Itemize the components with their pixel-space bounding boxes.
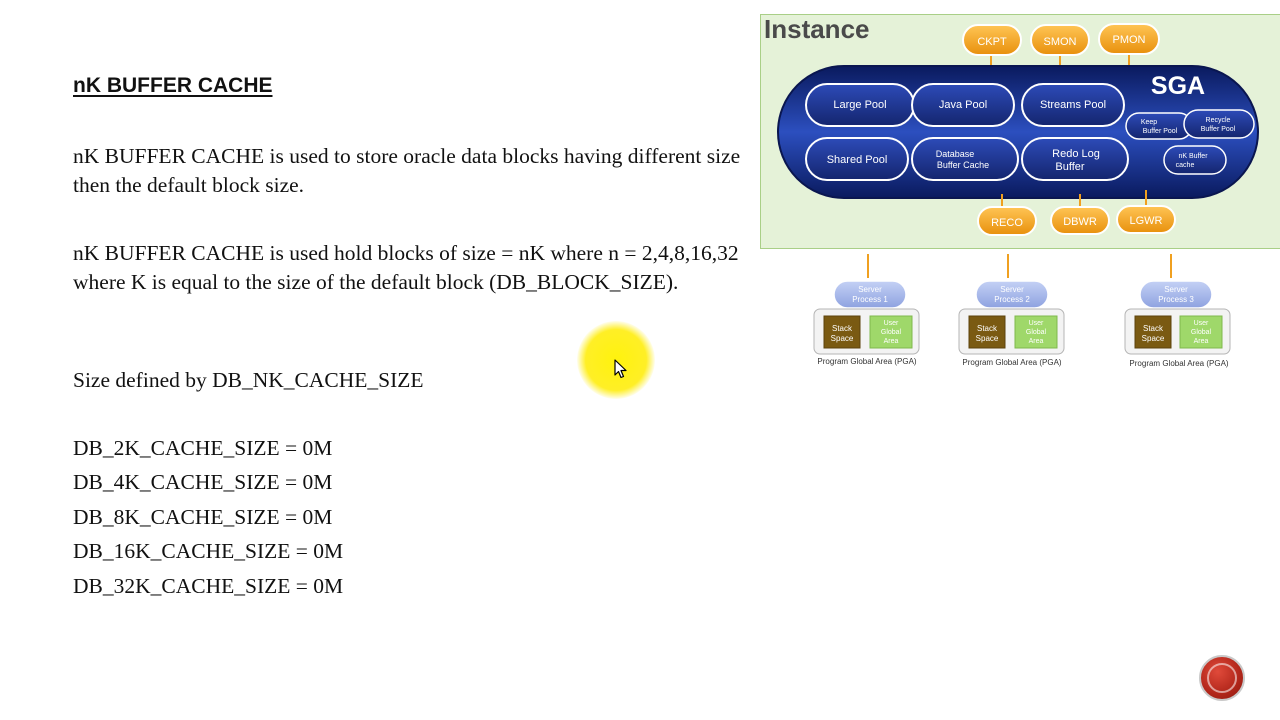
process-smon-label: SMON [1044, 36, 1077, 48]
uga-2-label-1: User [1029, 320, 1044, 327]
recycle-label-1: Recycle [1206, 117, 1231, 124]
db-cache-label-1: Database [936, 149, 975, 159]
server-process-1: Server Process 1 Stack Space User Global… [813, 280, 920, 366]
paragraph-block-sizes: nK BUFFER CACHE is used hold blocks of s… [73, 241, 739, 294]
param-4k: DB_4K_CACHE_SIZE = 0M [73, 470, 333, 495]
uga-2 [1014, 315, 1058, 349]
uga-3-label-1: User [1194, 320, 1209, 327]
uga-1-label-2: Global [881, 329, 902, 336]
server-3-label-1: Server [1164, 285, 1188, 294]
pool-shared: Shared Pool [805, 137, 909, 181]
pool-streams: Streams Pool [1021, 83, 1125, 127]
sga-label: SGA [1151, 72, 1205, 100]
param-32k: DB_32K_CACHE_SIZE = 0M [73, 573, 344, 598]
process-smon: SMON [1030, 24, 1090, 56]
process-dbwr: DBWR [1050, 206, 1110, 235]
server-3-label-2: Process 3 [1158, 295, 1194, 304]
nk-label-2: cache [1176, 162, 1195, 169]
channel-logo-icon [1199, 655, 1245, 701]
stack-1-label-1: Stack [832, 324, 853, 333]
stack-3-label-1: Stack [1143, 324, 1164, 333]
process-reco-label: RECO [991, 217, 1023, 229]
process-ckpt-label: CKPT [977, 36, 1007, 48]
keep-label-1: Keep [1141, 119, 1157, 126]
param-8k: DB_8K_CACHE_SIZE = 0M [73, 504, 333, 529]
keep-label-2: Buffer Pool [1143, 128, 1178, 135]
uga-3-label-2: Global [1191, 329, 1212, 336]
pool-java-label: Java Pool [939, 99, 987, 111]
nk-label-1: nK Buffer [1178, 153, 1208, 160]
pga-1-label: Program Global Area (PGA) [817, 357, 916, 366]
recycle-buffer-pool: Recycle Buffer Pool [1183, 109, 1255, 139]
uga-2-label-3: Area [1029, 338, 1044, 345]
uga-1-label-3: Area [884, 338, 899, 345]
uga-1 [869, 315, 913, 349]
process-lgwr: LGWR [1116, 205, 1176, 234]
stack-space-1 [823, 315, 861, 349]
db-cache-label-2: Buffer Cache [937, 160, 989, 170]
oracle-architecture-diagram: Instance CKPT SMON PMON SGA Large Pool J… [760, 14, 1280, 374]
process-lgwr-label: LGWR [1130, 215, 1163, 227]
stack-3-label-2: Space [1142, 334, 1165, 343]
pool-large-label: Large Pool [833, 99, 886, 111]
uga-3 [1179, 315, 1223, 349]
database-buffer-cache: Database Buffer Cache [911, 137, 1019, 181]
server-process-3: Server Process 3 Stack Space User Global… [1124, 280, 1231, 368]
uga-3-label-3: Area [1194, 338, 1209, 345]
pointer-highlight [577, 321, 655, 399]
instance-label: Instance [764, 14, 870, 44]
process-reco: RECO [977, 206, 1037, 236]
redo-label-2: Buffer [1055, 161, 1084, 173]
mouse-pointer-icon [614, 359, 627, 379]
architecture-svg: Instance CKPT SMON PMON SGA Large Pool J… [760, 14, 1280, 368]
pool-large: Large Pool [805, 83, 915, 127]
recycle-label-2: Buffer Pool [1201, 126, 1236, 133]
stack-2-label-2: Space [976, 334, 999, 343]
server-2-label-2: Process 2 [994, 295, 1030, 304]
redo-log-buffer: Redo Log Buffer [1021, 137, 1129, 181]
cache-size-parameter-list: DB_2K_CACHE_SIZE = 0M DB_4K_CACHE_SIZE =… [73, 434, 343, 606]
paragraph-size-parameter: Size defined by DB_NK_CACHE_SIZE [73, 368, 424, 392]
stack-space-2 [968, 315, 1006, 349]
pool-java: Java Pool [911, 83, 1015, 127]
server-1-label-1: Server [858, 285, 882, 294]
process-pmon-label: PMON [1113, 34, 1146, 46]
server-2-label-1: Server [1000, 285, 1024, 294]
param-16k: DB_16K_CACHE_SIZE = 0M [73, 539, 344, 564]
uga-2-label-2: Global [1026, 329, 1047, 336]
stack-2-label-1: Stack [977, 324, 998, 333]
logo-ring [1207, 663, 1237, 693]
uga-1-label-1: User [884, 320, 899, 327]
server-1-label-2: Process 1 [852, 295, 888, 304]
nk-buffer-cache: nK Buffer cache [1163, 145, 1227, 175]
process-dbwr-label: DBWR [1063, 216, 1097, 228]
stack-space-3 [1134, 315, 1172, 349]
pool-shared-label: Shared Pool [827, 154, 888, 166]
server-process-2: Server Process 2 Stack Space User Global… [958, 280, 1065, 367]
stack-1-label-2: Space [831, 334, 854, 343]
process-ckpt: CKPT [962, 24, 1022, 56]
redo-label-1: Redo Log [1052, 148, 1100, 160]
keep-buffer-pool: Keep Buffer Pool [1125, 112, 1193, 140]
pga-3-label: Program Global Area (PGA) [1129, 359, 1228, 368]
pga-2-label: Program Global Area (PGA) [962, 358, 1061, 367]
pool-streams-label: Streams Pool [1040, 99, 1106, 111]
process-pmon: PMON [1098, 23, 1160, 55]
param-2k: DB_2K_CACHE_SIZE = 0M [73, 436, 333, 460]
paragraph-purpose: nK BUFFER CACHE is used to store oracle … [73, 144, 741, 197]
slide-title: nK BUFFER CACHE [73, 74, 273, 97]
